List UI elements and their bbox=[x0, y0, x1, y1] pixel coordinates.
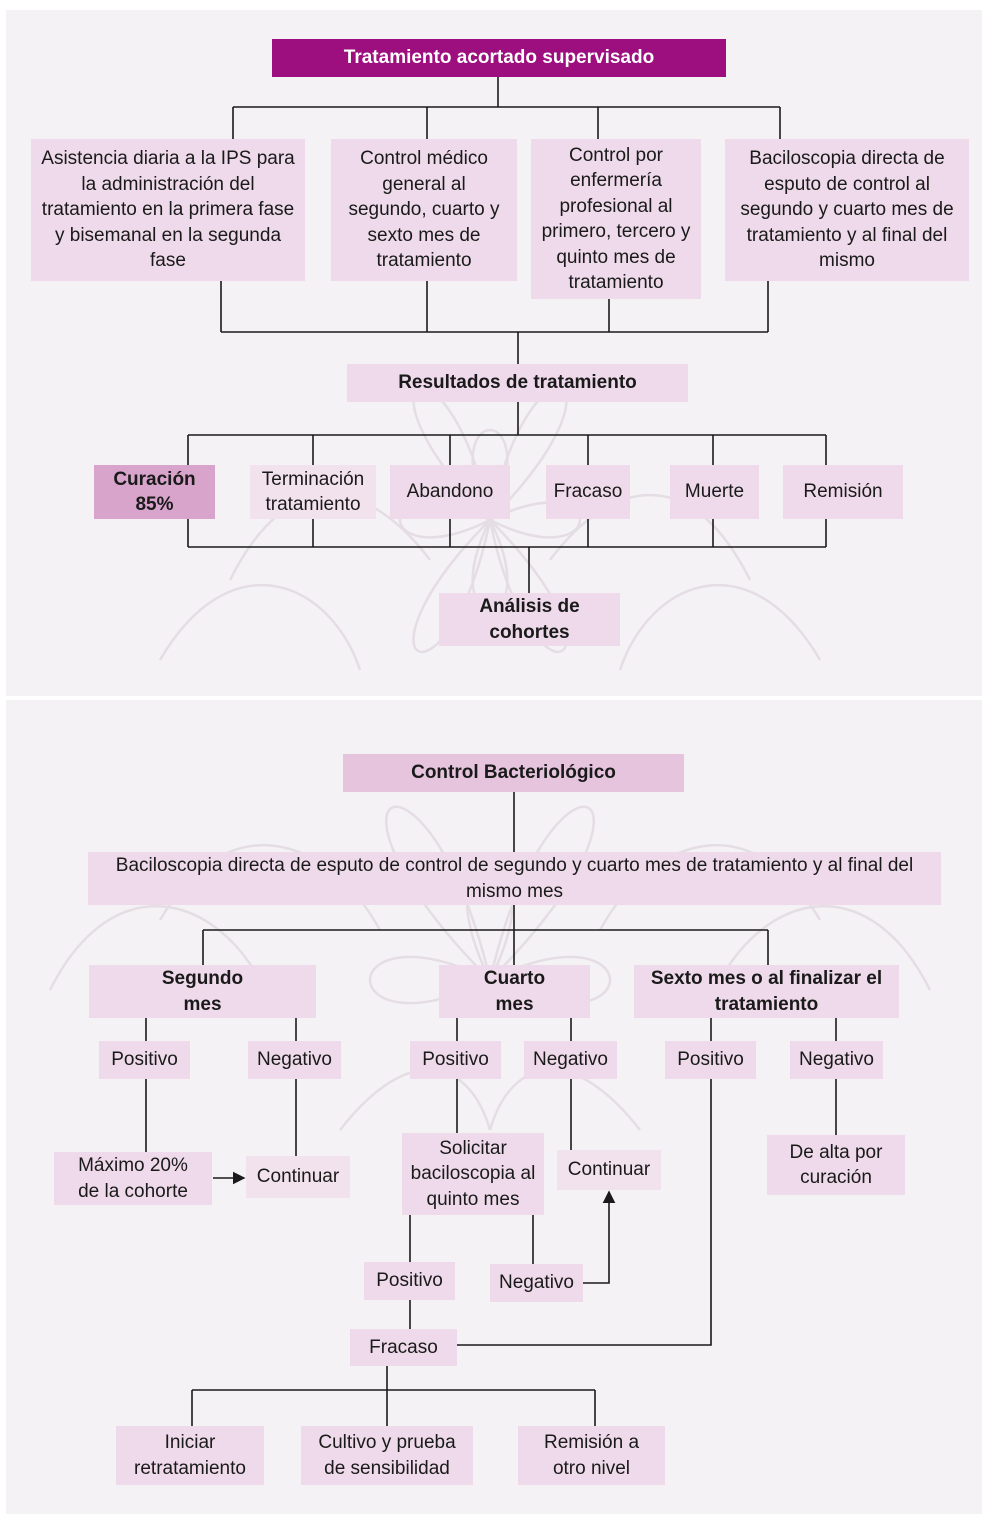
fourth-month-negative: Negativo bbox=[524, 1041, 617, 1079]
second-month-box: Segundo mes bbox=[89, 965, 316, 1018]
title-box: Tratamiento acortado supervisado bbox=[272, 39, 726, 77]
outcome-referral: Remisión bbox=[783, 465, 903, 519]
max-20-percent-box: Máximo 20% de la cohorte bbox=[54, 1152, 212, 1205]
outcome-abandon: Abandono bbox=[390, 465, 510, 519]
exam-description-box: Baciloscopia directa de esputo de contro… bbox=[88, 852, 941, 905]
sixth-month-negative: Negativo bbox=[790, 1041, 883, 1079]
fourth-month-box: Cuarto mes bbox=[439, 965, 590, 1018]
bacteriological-control-title: Control Bacteriológico bbox=[343, 754, 684, 792]
failure-box: Fracaso bbox=[350, 1329, 457, 1366]
outcome-cure: Curación 85% bbox=[94, 465, 215, 519]
cohort-analysis-box: Análisis de cohortes bbox=[439, 593, 620, 646]
fourth-month-continue: Continuar bbox=[557, 1150, 661, 1190]
fifth-month-negative: Negativo bbox=[490, 1264, 583, 1302]
activity-box-sputum-smear: Baciloscopia directa de esputo de contro… bbox=[725, 139, 969, 281]
sixth-month-positive: Positivo bbox=[665, 1041, 756, 1079]
activity-box-medical-control: Control médico general al segundo, cuart… bbox=[331, 139, 517, 281]
request-fifth-month-box: Solicitar baciloscopia al quinto mes bbox=[402, 1133, 544, 1215]
action-culture-sensitivity: Cultivo y prueba de sensibilidad bbox=[301, 1426, 473, 1485]
action-retreatment: Iniciar retratamiento bbox=[116, 1426, 264, 1485]
second-month-continue: Continuar bbox=[246, 1156, 350, 1198]
outcome-death: Muerte bbox=[670, 465, 759, 519]
outcome-completion: Terminación tratamiento bbox=[250, 465, 376, 519]
action-referral: Remisión a otro nivel bbox=[518, 1426, 665, 1485]
outcome-failure: Fracaso bbox=[546, 465, 630, 519]
second-month-positive: Positivo bbox=[99, 1041, 190, 1079]
sixth-month-box: Sexto mes o al finalizar el tratamiento bbox=[634, 965, 899, 1018]
bottom-panel bbox=[6, 700, 982, 1514]
fifth-month-positive: Positivo bbox=[364, 1262, 455, 1300]
activity-box-nursing-control: Control por enfermería profesional al pr… bbox=[531, 139, 701, 299]
second-month-negative: Negativo bbox=[248, 1041, 341, 1079]
fourth-month-positive: Positivo bbox=[410, 1041, 501, 1079]
discharge-cured-box: De alta por curación bbox=[767, 1135, 905, 1195]
activity-box-daily-attendance: Asistencia diaria a la IPS para la admin… bbox=[31, 139, 305, 281]
results-title-box: Resultados de tratamiento bbox=[347, 364, 688, 402]
top-panel bbox=[6, 10, 982, 696]
